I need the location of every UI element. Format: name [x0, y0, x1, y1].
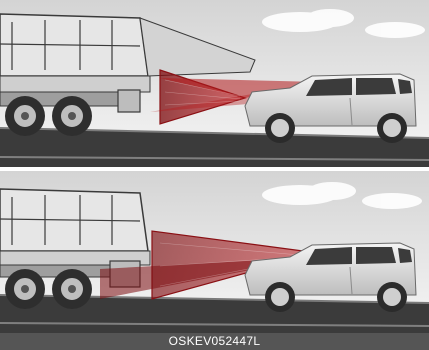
panel-upper-scene — [0, 0, 429, 167]
scene-illustration — [0, 0, 429, 167]
scene-illustration — [0, 171, 429, 333]
figure-code-caption: OSKEV052447L — [0, 333, 429, 350]
rear-bumper — [118, 90, 140, 112]
panel-lower-scene — [0, 171, 429, 333]
